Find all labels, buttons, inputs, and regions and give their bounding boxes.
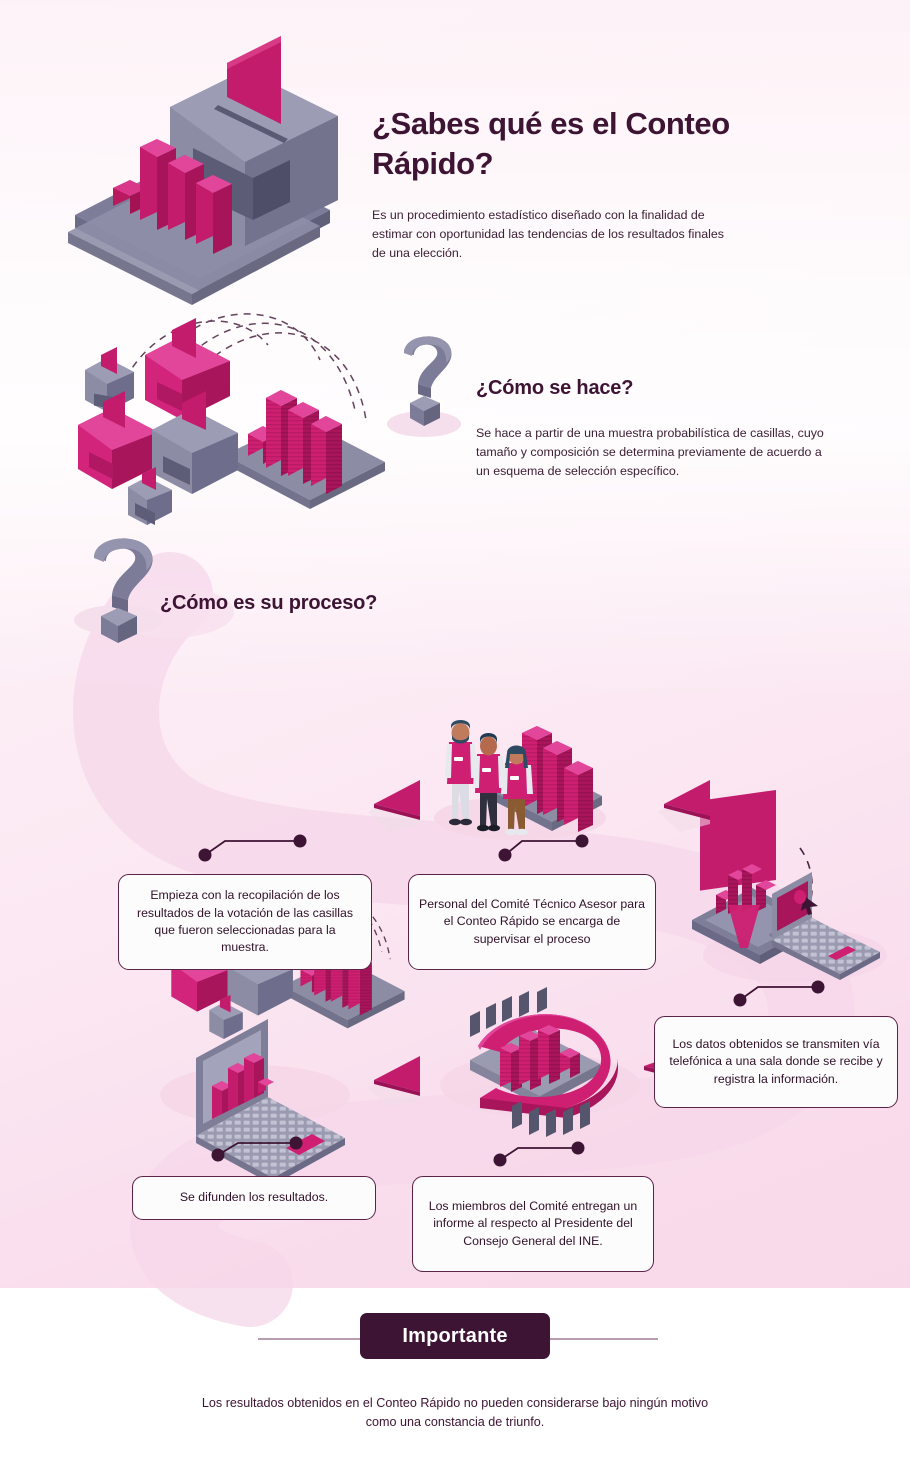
section-how-heading: ¿Cómo se hace? bbox=[476, 377, 634, 399]
step-box-1: Empieza con la recopilación de los resul… bbox=[118, 874, 372, 970]
page-title: ¿Sabes qué es el Conteo Rápido? bbox=[372, 106, 730, 181]
step-box-2: Personal del Comité Técnico Asesor para … bbox=[408, 874, 656, 970]
important-badge: Importante bbox=[360, 1313, 550, 1359]
section-how-paragraph: Se hace a partir de una muestra probabil… bbox=[476, 426, 824, 479]
step-box-4: Los miembros del Comité entregan un info… bbox=[412, 1176, 654, 1272]
section-process-heading: ¿Cómo es su proceso? bbox=[160, 592, 378, 614]
step-box-5: Se difunden los resultados. bbox=[132, 1176, 376, 1220]
header-paragraph: Es un procedimiento estadístico diseñado… bbox=[372, 208, 724, 261]
footer-note: Los resultados obtenidos en el Conteo Rá… bbox=[201, 1396, 709, 1429]
step-box-1-text: Empieza con la recopilación de los resul… bbox=[136, 888, 353, 955]
step-box-3: Los datos obtenidos se transmiten vía te… bbox=[654, 1016, 898, 1108]
step-box-3-text: Los datos obtenidos se transmiten vía te… bbox=[669, 1036, 883, 1086]
step-box-4-text: Los miembros del Comité entregan un info… bbox=[428, 1198, 638, 1248]
step-box-5-text: Se difunden los resultados. bbox=[179, 1190, 329, 1205]
important-badge-label: Importante bbox=[402, 1324, 508, 1347]
step-box-2-text: Personal del Comité Técnico Asesor para … bbox=[419, 896, 646, 946]
